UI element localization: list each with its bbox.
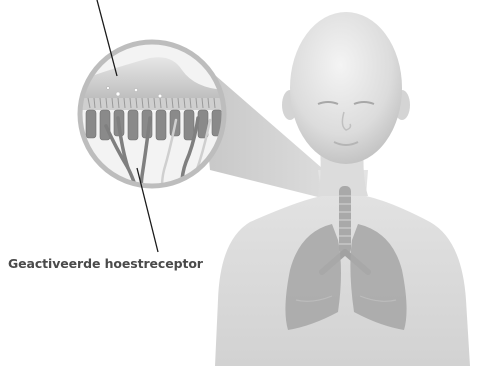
receptor-label: Geactiveerde hoestreceptor bbox=[8, 256, 203, 271]
magnified-airway-inset bbox=[80, 42, 230, 206]
head bbox=[290, 12, 402, 164]
child-figure bbox=[215, 12, 470, 366]
